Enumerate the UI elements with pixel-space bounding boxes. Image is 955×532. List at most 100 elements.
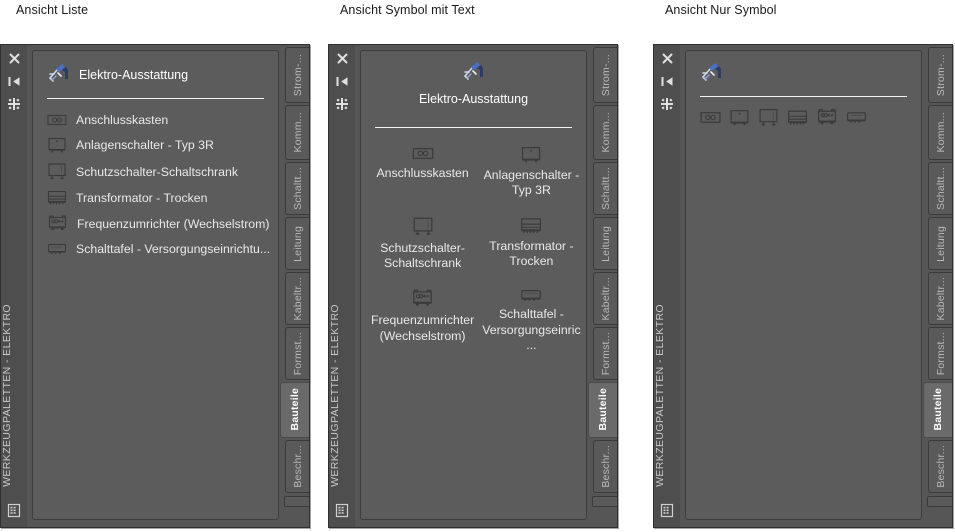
tab-strom[interactable]: Strom-... (285, 47, 309, 103)
tab-overflow-stack[interactable] (284, 496, 309, 507)
auto-hide-icon[interactable] (335, 74, 349, 88)
tab-beschr[interactable]: Beschr... (593, 439, 617, 494)
palette-group-header[interactable] (686, 51, 921, 96)
list-item[interactable]: Schalttafel - Versorgungseinrichtu... (33, 237, 278, 261)
close-icon[interactable] (660, 51, 674, 65)
tab-label: Formst... (291, 331, 304, 375)
disconnect-switch-icon[interactable] (729, 109, 750, 126)
panelboard-icon (47, 243, 67, 255)
list-item[interactable]: Schutzschalter-Schaltschrank (33, 158, 278, 185)
tab-beschr[interactable]: Beschr... (928, 439, 952, 494)
tab-label: Strom-... (599, 53, 612, 96)
tab-schaltt[interactable]: Schaltt... (285, 162, 309, 216)
list-item-label: Schalttafel - Versorgungseinrichtu... (76, 242, 271, 256)
grid-item-label: Anlagenschalter - Typ 3R (483, 168, 580, 198)
tab-komm[interactable]: Komm... (593, 104, 617, 161)
tab-overflow-stack[interactable] (592, 496, 617, 507)
tab-komm[interactable]: Komm... (928, 104, 952, 161)
palette-item-grid: Anschlusskasten Anlagenschalter - Typ 3R… (361, 128, 586, 360)
grid-item[interactable]: Schalttafel - Versorgungseinric ... (478, 283, 584, 359)
palette-tab-strip: Strom-... Komm... Schaltt... Leitung Kab… (279, 47, 309, 507)
grid-item[interactable]: Anlagenschalter - Typ 3R (478, 140, 584, 205)
list-item-label: Frequenzumrichter (Wechselstrom) (77, 216, 270, 231)
group-divider (47, 98, 264, 99)
junction-box-icon (412, 146, 434, 161)
palette-group-header[interactable]: Elektro-Ausstattung (361, 51, 586, 116)
palette-list-icon[interactable] (660, 503, 675, 518)
tab-komm[interactable]: Komm... (285, 104, 309, 161)
tab-label: Schaltt... (934, 167, 947, 211)
palette-group-header[interactable]: Elektro-Ausstattung (33, 51, 278, 98)
list-item[interactable]: Transformator - Trocken (33, 185, 278, 210)
palette-group-label: Elektro-Ausstattung (79, 67, 189, 82)
grid-item[interactable]: Schutzschalter-Schaltschrank (367, 211, 478, 278)
tab-overflow-stack[interactable] (927, 496, 952, 507)
tab-label: Kabeltr... (291, 276, 304, 321)
close-icon[interactable] (335, 51, 349, 65)
tab-kabeltr[interactable]: Kabeltr... (285, 272, 309, 325)
list-item[interactable]: Anlagenschalter - Typ 3R (33, 132, 278, 158)
tool-palette-icon-only-view: WERKZEUGPALETTEN - ELEKTRO (653, 44, 953, 528)
tab-label: Beschr... (291, 445, 304, 488)
tab-label: Leitung (934, 225, 947, 262)
tab-kabeltr[interactable]: Kabeltr... (928, 272, 952, 325)
tab-leitung[interactable]: Leitung (593, 217, 617, 271)
grid-item[interactable]: Transformator - Trocken (478, 211, 584, 278)
tab-bauteile[interactable]: Bauteile (280, 381, 309, 438)
properties-icon[interactable] (7, 97, 21, 111)
tab-bauteile[interactable]: Bauteile (923, 381, 952, 438)
palette-icon-row (686, 97, 921, 127)
tab-leitung[interactable]: Leitung (285, 217, 309, 271)
electrical-equipment-icon (700, 60, 724, 87)
palette-content-list: Elektro-Ausstattung Anschlusskasten Anla… (32, 50, 279, 520)
tab-kabeltr[interactable]: Kabeltr... (593, 272, 617, 325)
tab-formst[interactable]: Formst... (593, 326, 617, 380)
properties-icon[interactable] (335, 97, 349, 111)
list-item[interactable]: Frequenzumrichter (Wechselstrom) (33, 210, 278, 237)
tab-label: Bauteile (932, 388, 944, 431)
tab-label: Schaltt... (599, 167, 612, 211)
palette-tab-strip: Strom-... Komm... Schaltt... Leitung Kab… (922, 47, 952, 507)
tab-bauteile[interactable]: Bauteile (588, 381, 617, 438)
list-item-label: Anlagenschalter - Typ 3R (76, 138, 214, 152)
tab-label: Strom-... (291, 53, 304, 96)
transformer-icon[interactable] (787, 109, 808, 126)
transformer-icon (520, 217, 542, 234)
disconnect-switch-icon (520, 146, 542, 163)
tab-schaltt[interactable]: Schaltt... (593, 162, 617, 216)
palette-vertical-title: WERKZEUGPALETTEN - ELEKTRO (654, 304, 666, 487)
palette-list-icon[interactable] (7, 503, 22, 518)
tab-strom[interactable]: Strom-... (593, 47, 617, 103)
group-divider (375, 127, 572, 128)
grid-item-label: Schutzschalter-Schaltschrank (380, 240, 465, 271)
auto-hide-icon[interactable] (660, 74, 674, 88)
tab-leitung[interactable]: Leitung (928, 217, 952, 271)
breaker-cabinet-icon[interactable] (758, 108, 779, 127)
palette-titlebar: WERKZEUGPALETTEN - ELEKTRO (1, 45, 27, 527)
panelboard-icon (520, 289, 542, 302)
close-icon[interactable] (7, 51, 21, 65)
palette-titlebar: WERKZEUGPALETTEN - ELEKTRO (329, 45, 355, 527)
properties-icon[interactable] (660, 97, 674, 111)
electrical-equipment-icon (47, 61, 71, 88)
tab-strom[interactable]: Strom-... (928, 47, 952, 103)
palette-item-list: Anschlusskasten Anlagenschalter - Typ 3R… (33, 99, 278, 261)
vfd-icon (47, 215, 68, 232)
auto-hide-icon[interactable] (7, 74, 21, 88)
tab-label: Kabeltr... (599, 276, 612, 321)
list-item[interactable]: Anschlusskasten (33, 108, 278, 132)
junction-box-icon[interactable] (700, 110, 721, 125)
tab-formst[interactable]: Formst... (285, 326, 309, 380)
electrical-equipment-icon (462, 59, 486, 86)
tab-schaltt[interactable]: Schaltt... (928, 162, 952, 216)
tab-beschr[interactable]: Beschr... (285, 439, 309, 494)
grid-item-label: Anschlusskasten (376, 166, 469, 180)
vfd-icon[interactable] (816, 108, 838, 127)
grid-item[interactable]: Frequenzumrichter (Wechselstrom) (367, 283, 478, 359)
panelboard-icon[interactable] (846, 111, 867, 124)
grid-item[interactable]: Anschlusskasten (367, 140, 478, 205)
group-divider (700, 96, 907, 97)
tab-formst[interactable]: Formst... (928, 326, 952, 380)
palette-content-icon-only (685, 50, 922, 520)
palette-list-icon[interactable] (335, 503, 350, 518)
